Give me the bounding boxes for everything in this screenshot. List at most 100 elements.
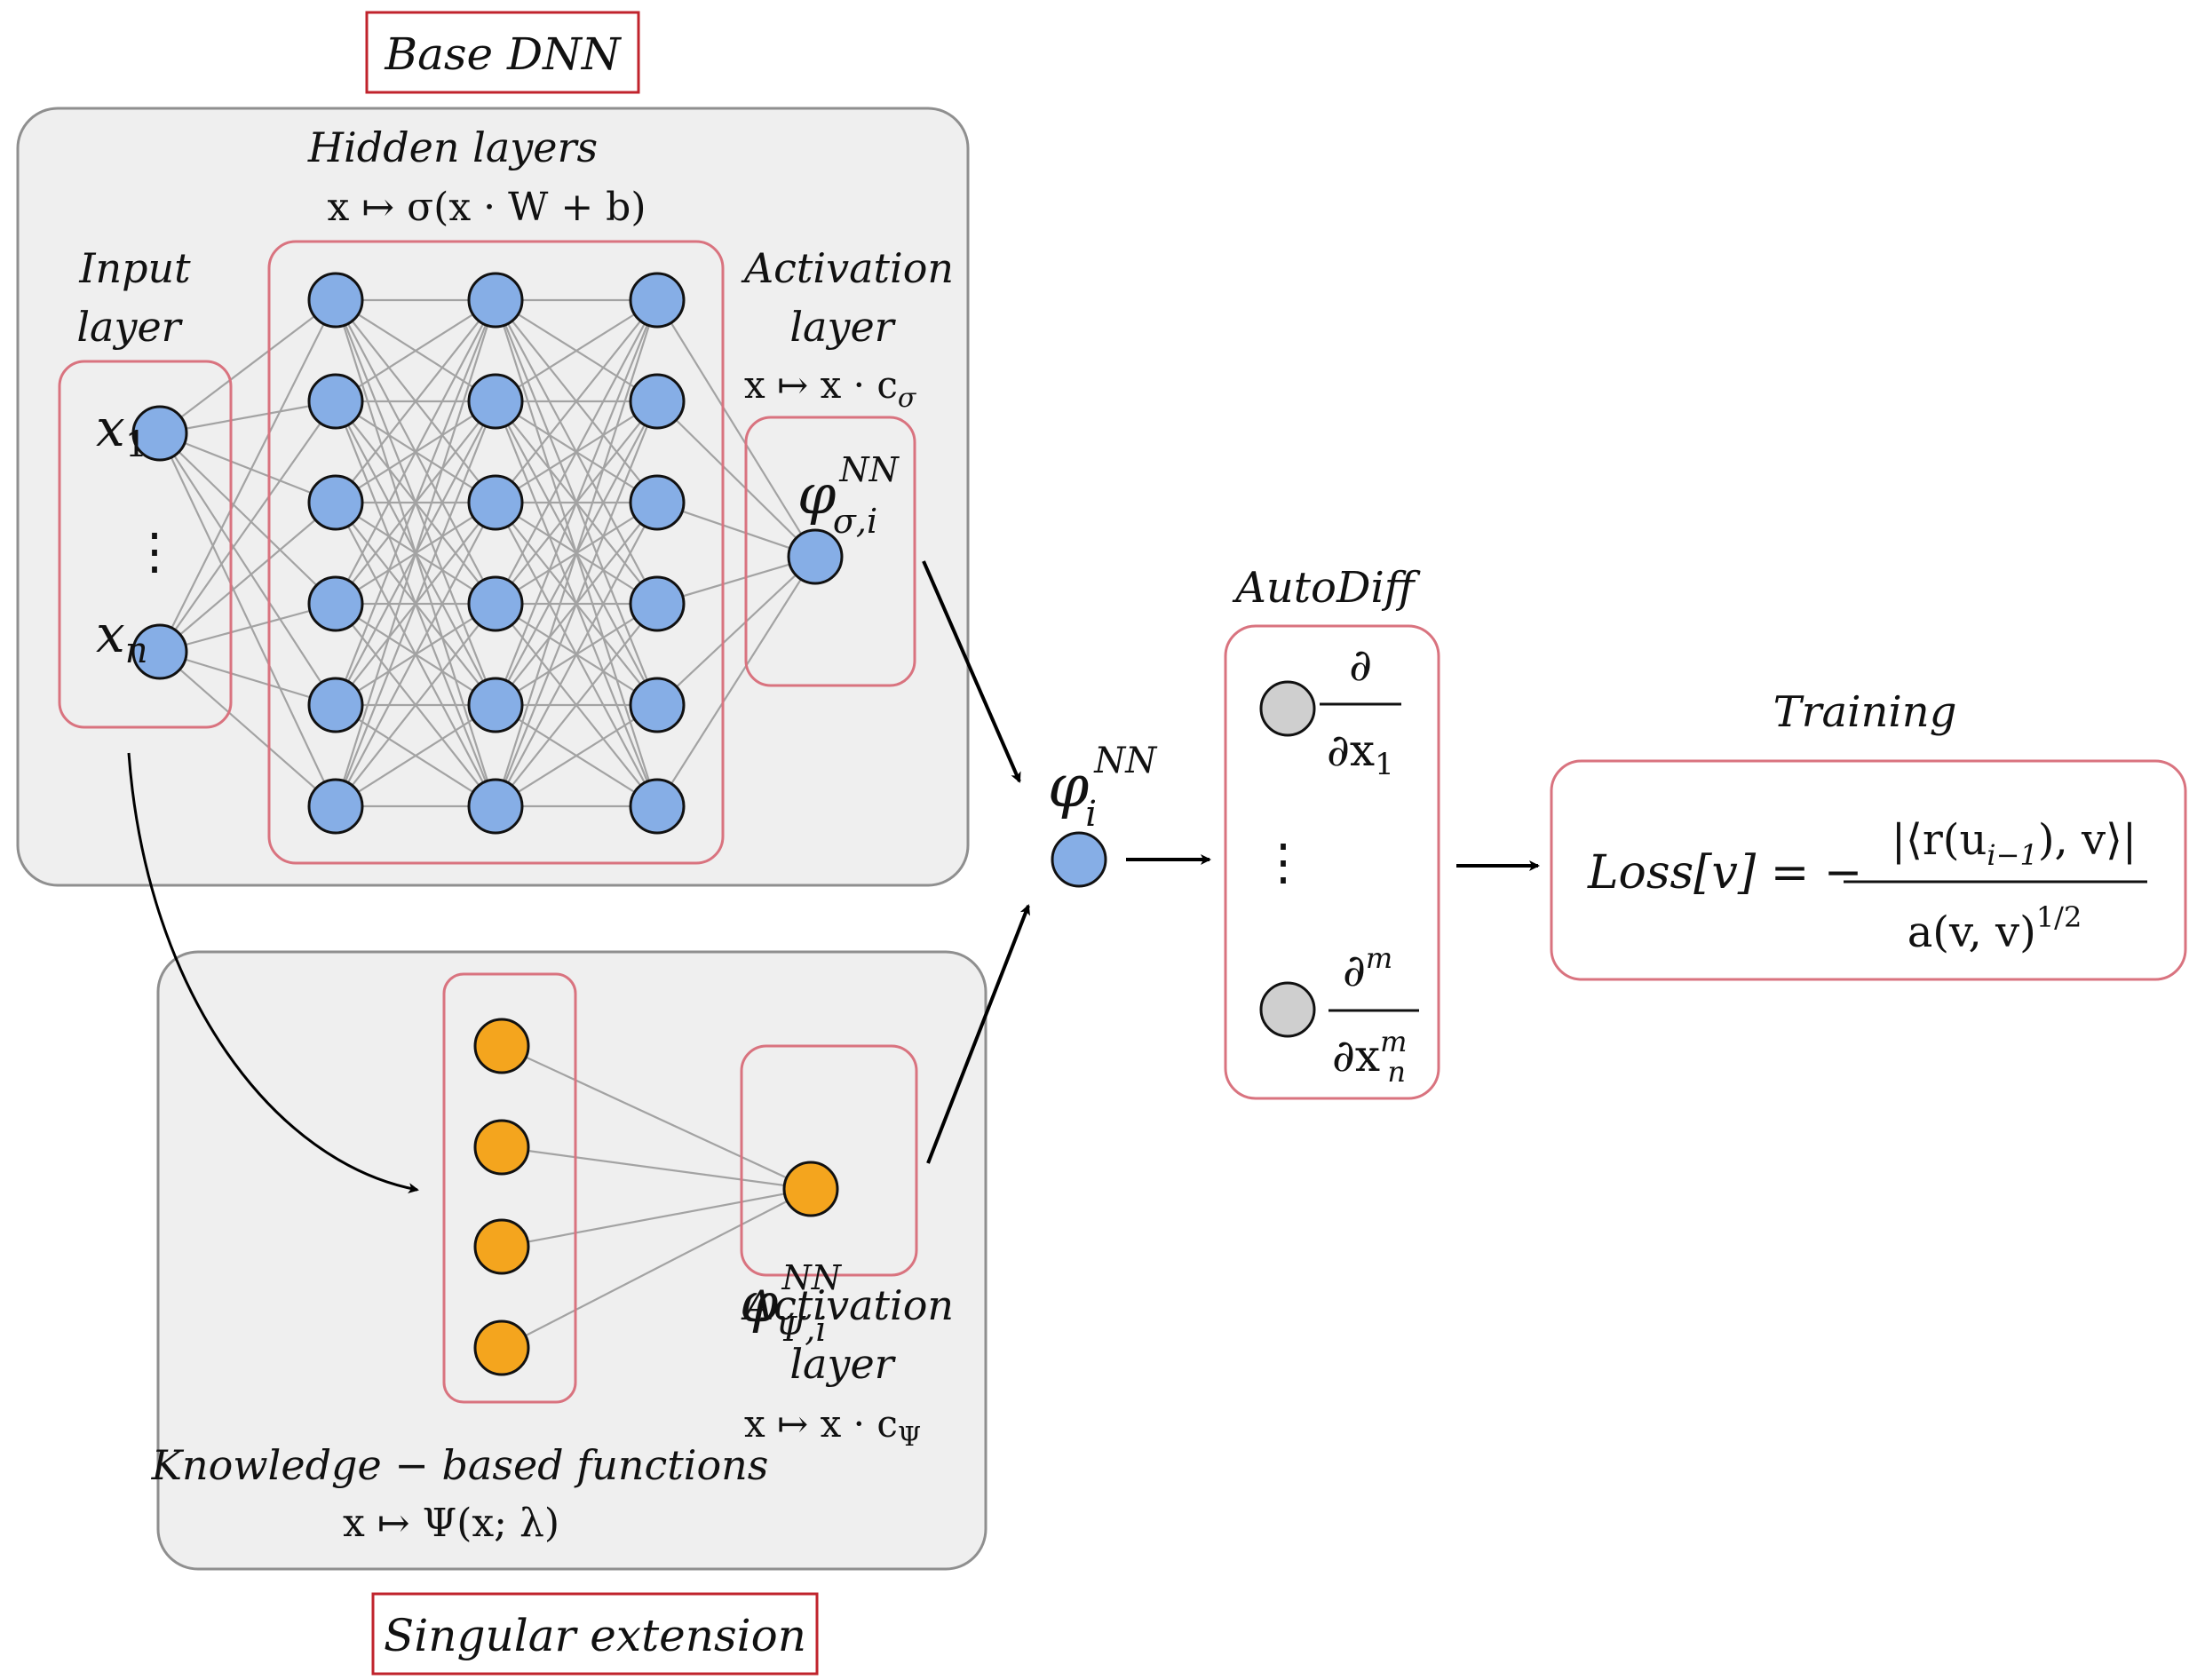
input-node — [131, 405, 188, 462]
knowledge-edges — [501, 1045, 812, 1349]
edge-hidden-hidden — [494, 299, 659, 807]
nodes — [131, 272, 1316, 1376]
edge-input-hidden — [159, 650, 337, 707]
activation-layer-box — [744, 416, 916, 687]
training-loss-numerator: |⟨r(ui−1), v⟩| — [1892, 815, 2137, 872]
singular-extension-title: Singular extension — [384, 1610, 806, 1661]
edge-knowledge-activation — [501, 1188, 812, 1349]
edge-input-hidden — [159, 299, 337, 434]
edge-input-hidden — [159, 602, 337, 654]
edge-hidden-activation — [656, 556, 816, 807]
singular-extension-title-box: Singular extension — [371, 1592, 819, 1676]
edge-hidden-hidden — [335, 502, 496, 807]
hidden-node — [307, 272, 364, 329]
hidden-layers-box — [267, 240, 725, 865]
knowledge-node — [473, 1319, 530, 1376]
arrow-singular-to-phi — [926, 904, 1030, 1164]
hidden-node — [307, 677, 364, 733]
autodiff-box — [1224, 624, 1440, 1100]
edge-input-hidden — [159, 432, 337, 807]
hidden-node — [629, 373, 686, 430]
edge-hidden-activation — [656, 299, 816, 558]
phi-output-node — [1051, 831, 1107, 888]
autodiff-d1-denominator: ∂x1 — [1327, 725, 1394, 782]
knowledge-functions-formula: x ↦ Ψ(x; λ) — [343, 1501, 559, 1546]
edge-input-hidden — [159, 400, 337, 435]
training-label: Training — [1773, 687, 1957, 737]
edge-hidden-hidden — [335, 299, 496, 605]
edge-hidden-hidden — [335, 603, 496, 807]
edge-knowledge-activation — [501, 1145, 812, 1191]
hidden-node — [467, 575, 524, 632]
input-layer-label-2: layer — [76, 303, 183, 351]
edge-input-hidden — [159, 432, 337, 605]
edge-hidden-hidden — [494, 400, 659, 807]
hidden-node — [307, 373, 364, 430]
base-dnn-edges — [159, 298, 816, 808]
activation-layer-formula: x ↦ x · cσ — [744, 363, 917, 414]
edge-knowledge-activation — [501, 1187, 812, 1248]
edge-hidden-hidden — [335, 704, 496, 807]
singular-extension-title-border — [371, 1592, 819, 1676]
hidden-node — [467, 778, 524, 835]
arrow-base-to-phi — [922, 560, 1021, 783]
edge-hidden-activation — [656, 556, 816, 706]
base-dnn-title-box: Base DNN — [365, 11, 640, 94]
autodiff-first-derivative-node — [1259, 680, 1316, 737]
autodiff-d1-numerator: ∂ — [1349, 639, 1372, 691]
autodiff-label: AutoDiff — [1232, 563, 1421, 613]
input-node — [131, 623, 188, 680]
hidden-node — [307, 778, 364, 835]
autodiff-dm-numerator: ∂m — [1343, 941, 1392, 996]
hidden-node — [629, 677, 686, 733]
edge-hidden-hidden — [334, 299, 497, 807]
edge-hidden-hidden — [495, 502, 658, 807]
input-x1-label: x1 — [96, 398, 147, 465]
edge-hidden-hidden — [495, 704, 658, 807]
hidden-node — [629, 272, 686, 329]
knowledge-functions-label: Knowledge − based functions — [151, 1441, 769, 1489]
edge-input-hidden — [159, 400, 337, 653]
activation-layer-label-2: layer — [789, 303, 896, 351]
hidden-node — [307, 575, 364, 632]
autodiff-mth-derivative-node — [1259, 981, 1316, 1038]
singular-activation-box — [740, 1044, 918, 1277]
training-box — [1550, 759, 2187, 981]
hidden-node — [467, 677, 524, 733]
arrow-input-to-knowledge — [127, 752, 419, 1194]
base-dnn-title-border — [365, 11, 640, 94]
edge-hidden-hidden — [495, 603, 658, 807]
hidden-node — [629, 575, 686, 632]
edge-input-hidden — [159, 432, 337, 504]
edge-hidden-hidden — [334, 400, 497, 807]
input-xn-label: xn — [96, 604, 147, 671]
hidden-node — [467, 272, 524, 329]
edge-hidden-hidden — [495, 299, 658, 402]
knowledge-node — [473, 1119, 530, 1176]
knowledge-node — [473, 1018, 530, 1074]
knowledge-functions-box — [442, 972, 577, 1404]
activation-layer-label-1: Activation — [741, 244, 954, 292]
singular-activation-node — [782, 1161, 839, 1217]
training-loss-denominator: a(v, v)1/2 — [1908, 900, 2082, 957]
base-dnn-title: Base DNN — [384, 28, 623, 80]
hidden-node — [307, 474, 364, 531]
edge-input-hidden — [159, 299, 337, 653]
singular-extension-panel — [156, 950, 987, 1571]
autodiff-vdots: ⋮ — [1258, 834, 1308, 892]
input-layer-box — [58, 360, 233, 729]
hidden-layers-formula: x ↦ σ(x · W + b) — [327, 185, 646, 230]
singular-activation-formula: x ↦ x · cΨ — [744, 1402, 921, 1453]
hidden-node — [467, 373, 524, 430]
knowledge-node — [473, 1218, 530, 1275]
edge-input-hidden — [159, 502, 337, 653]
edge-input-hidden — [159, 651, 337, 807]
singular-activation-label-1: Activation — [741, 1281, 954, 1329]
input-vdots: ⋮ — [130, 523, 179, 581]
edge-knowledge-activation — [501, 1045, 812, 1190]
